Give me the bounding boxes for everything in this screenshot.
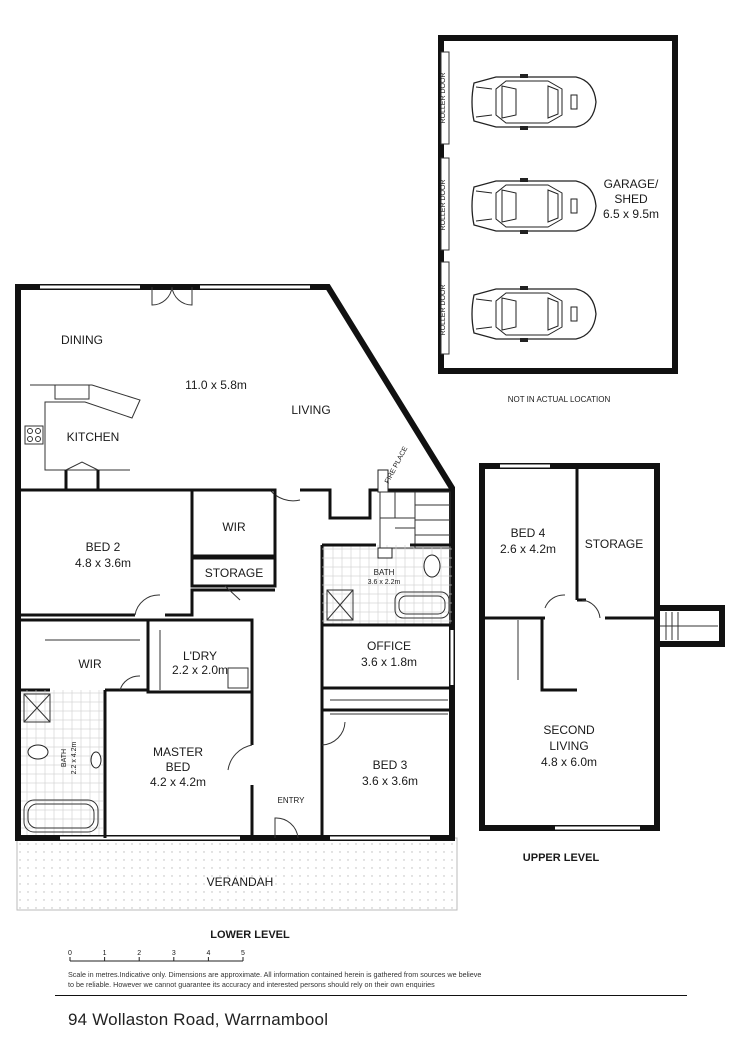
bed2-dims: 4.8 x 3.6m bbox=[75, 556, 131, 570]
scale-tick-5: 5 bbox=[241, 950, 245, 957]
disclaimer-text: Scale in metres.Indicative only. Dimensi… bbox=[68, 970, 482, 989]
storage-upper-label: STORAGE bbox=[585, 537, 643, 551]
roller-door-3-label: ROLLER DOOR bbox=[440, 285, 447, 336]
property-address: 94 Wollaston Road, Warrnambool bbox=[68, 1010, 329, 1029]
garage-dims: 6.5 x 9.5m bbox=[603, 207, 659, 221]
not-actual-location-note: NOT IN ACTUAL LOCATION bbox=[508, 395, 611, 404]
wir-top-label: WIR bbox=[222, 520, 246, 534]
bed3-label: BED 3 bbox=[373, 758, 408, 772]
second-living-label-1: SECOND bbox=[543, 723, 595, 737]
storage-lower-label: STORAGE bbox=[205, 566, 263, 580]
scale-tick-2: 2 bbox=[137, 950, 141, 957]
scale-tick-0: 0 bbox=[68, 950, 72, 957]
bed3-dims: 3.6 x 3.6m bbox=[362, 774, 418, 788]
upper-level: BED 4 2.6 x 4.2m STORAGE SECOND LIVING 4… bbox=[479, 463, 725, 831]
stairs-lower bbox=[379, 491, 451, 549]
scale-tick-4: 4 bbox=[206, 950, 210, 957]
dining-label: DINING bbox=[61, 333, 103, 347]
scale-bar: 0 1 2 3 4 5 bbox=[68, 950, 245, 962]
footer-divider bbox=[55, 995, 687, 996]
lower-level-title: LOWER LEVEL bbox=[210, 929, 290, 941]
upper-level-title: UPPER LEVEL bbox=[523, 852, 600, 864]
master-label-2: BED bbox=[166, 760, 191, 774]
office-label: OFFICE bbox=[367, 639, 411, 653]
lower-level: VERANDAH FIRE PLACE BE bbox=[15, 284, 458, 911]
bed4-label: BED 4 bbox=[511, 526, 546, 540]
bath-main-label: BATH bbox=[374, 568, 395, 577]
garage: ROLLER DOOR ROLLER DOOR ROLLER DOOR GARA… bbox=[438, 35, 678, 374]
garage-label-2: SHED bbox=[614, 192, 648, 206]
bath-main-dims: 3.6 x 2.2m bbox=[368, 579, 401, 586]
second-living-dims: 4.8 x 6.0m bbox=[541, 755, 597, 769]
car-2-icon bbox=[471, 177, 597, 235]
living-label: LIVING bbox=[291, 403, 330, 417]
scale-tick-1: 1 bbox=[103, 950, 107, 957]
scale-tick-3: 3 bbox=[172, 950, 176, 957]
fireplace-label: FIRE PLACE bbox=[384, 445, 410, 485]
living-dims: 11.0 x 5.8m bbox=[185, 378, 247, 392]
ldry-dims: 2.2 x 2.0m bbox=[172, 663, 228, 677]
ldry-label: L'DRY bbox=[183, 649, 217, 663]
second-living-label-2: LIVING bbox=[549, 739, 588, 753]
bath-ensuite-label: BATH bbox=[61, 749, 68, 767]
office-dims: 3.6 x 1.8m bbox=[361, 655, 417, 669]
garage-label-1: GARAGE/ bbox=[604, 177, 659, 191]
roller-door-1-label: ROLLER DOOR bbox=[440, 73, 447, 124]
verandah-label: VERANDAH bbox=[207, 875, 274, 889]
entry-label: ENTRY bbox=[278, 796, 306, 805]
bath-ensuite-dims: 2.2 x 4.2m bbox=[71, 741, 78, 774]
car-3-icon bbox=[471, 285, 597, 343]
kitchen-label: KITCHEN bbox=[67, 430, 120, 444]
master-label-1: MASTER bbox=[153, 745, 203, 759]
master-dims: 4.2 x 4.2m bbox=[150, 775, 206, 789]
wir-lower-label: WIR bbox=[78, 657, 102, 671]
bed4-dims: 2.6 x 4.2m bbox=[500, 542, 556, 556]
bed2-label: BED 2 bbox=[86, 540, 121, 554]
roller-door-2-label: ROLLER DOOR bbox=[440, 180, 447, 231]
car-1-icon bbox=[471, 73, 597, 131]
